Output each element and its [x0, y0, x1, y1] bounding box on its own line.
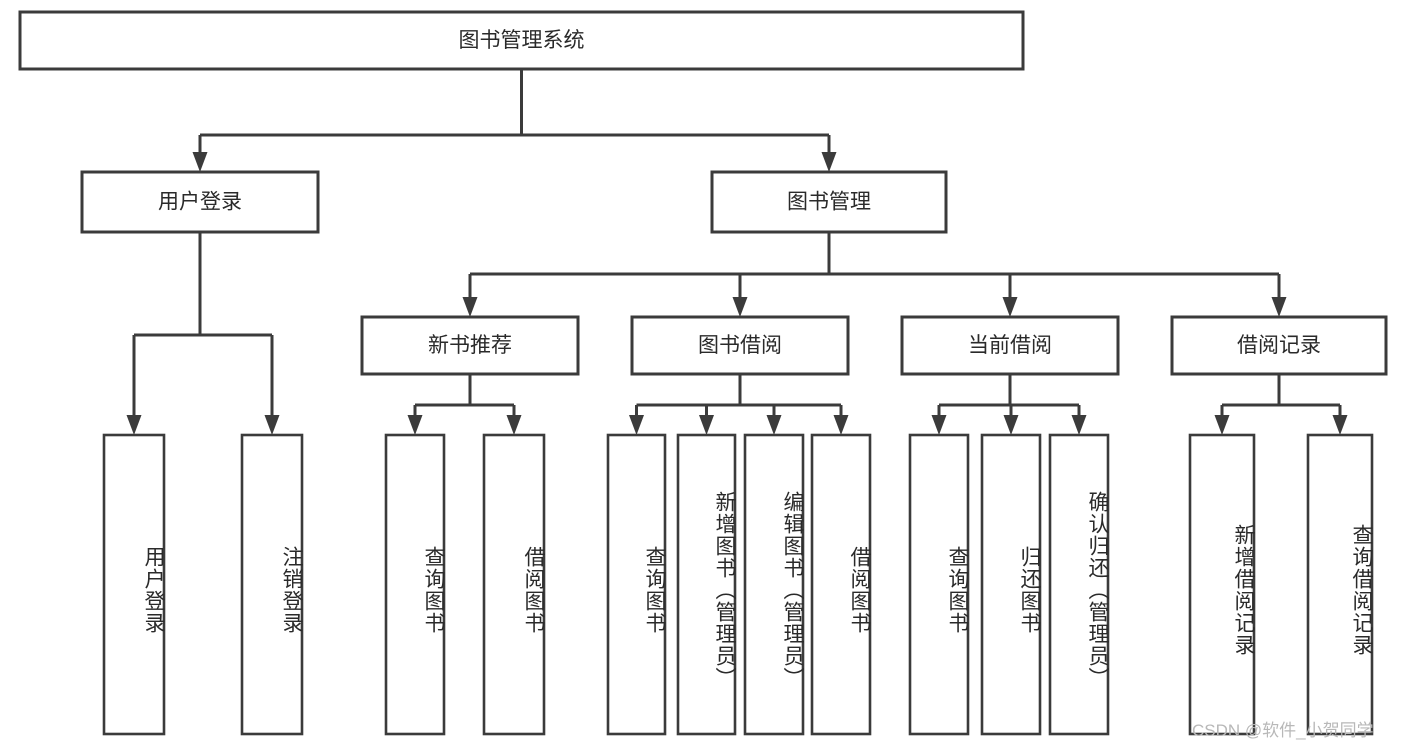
edge-arrowhead	[1071, 415, 1087, 435]
connector-edges-layer	[126, 69, 1348, 435]
edge-arrowhead	[629, 415, 644, 435]
node-box-l3-current[interactable]	[900, 315, 1120, 376]
edge-arrowhead	[821, 152, 837, 172]
node-box-l4-a2[interactable]	[240, 433, 304, 736]
node-box-l4-b1[interactable]	[384, 433, 446, 736]
node-box-l4-e1[interactable]	[1188, 433, 1256, 736]
edge-arrowhead	[462, 297, 478, 317]
node-box-l4-b2[interactable]	[482, 433, 546, 736]
node-box-l4-c4[interactable]	[810, 433, 872, 736]
node-box-l4-c1[interactable]	[606, 433, 667, 736]
node-box-l4-c3[interactable]	[743, 433, 805, 736]
edge-group-l3-record	[1214, 374, 1348, 435]
node-box-root[interactable]	[18, 10, 1025, 71]
node-label-root: 图书管理系统	[459, 29, 585, 52]
edge-group-l2-login	[126, 232, 280, 435]
node-label-l3-borrow: 图书借阅	[698, 334, 782, 357]
edge-arrowhead	[1271, 297, 1287, 317]
edge-arrowhead	[1332, 415, 1348, 435]
edge-group-l2-book	[462, 232, 1287, 317]
node-box-l3-record[interactable]	[1170, 315, 1388, 376]
edge-arrowhead	[833, 415, 849, 435]
node-box-l4-a1[interactable]	[102, 433, 166, 736]
node-box-l2-login[interactable]	[80, 170, 320, 234]
node-box-l4-e2[interactable]	[1306, 433, 1374, 736]
edge-arrowhead	[506, 415, 522, 435]
node-box-l2-book[interactable]	[710, 170, 948, 234]
node-box-l4-d3[interactable]	[1048, 433, 1110, 736]
edge-arrowhead	[931, 415, 947, 435]
node-label-l3-record: 借阅记录	[1237, 334, 1321, 357]
edge-arrowhead	[1214, 415, 1230, 435]
edge-arrowhead	[699, 415, 714, 435]
edge-group-l3-current	[931, 374, 1087, 435]
node-label-l3-current: 当前借阅	[968, 334, 1052, 357]
edge-arrowhead	[192, 152, 208, 172]
node-box-l3-borrow[interactable]	[630, 315, 850, 376]
node-label-l2-book: 图书管理	[787, 191, 871, 214]
edge-arrowhead	[264, 415, 280, 435]
edge-arrowhead	[1003, 415, 1019, 435]
edge-arrowhead	[732, 297, 748, 317]
node-label-l2-login: 用户登录	[158, 191, 242, 214]
edge-group-l3-borrow	[629, 374, 849, 435]
node-box-l4-c2[interactable]	[676, 433, 737, 736]
node-label-l3-newrec: 新书推荐	[428, 334, 512, 357]
csdn-watermark: CSDN @软件_小贺同学	[1192, 721, 1374, 740]
edge-arrowhead	[1002, 297, 1018, 317]
node-boxes-layer	[18, 10, 1388, 736]
node-box-l4-d1[interactable]	[908, 433, 970, 736]
node-box-l4-d2[interactable]	[980, 433, 1042, 736]
edge-group-l3-newrec	[407, 374, 522, 435]
edge-arrowhead	[126, 415, 142, 435]
edge-group-root	[192, 69, 837, 172]
edge-arrowhead	[766, 415, 782, 435]
node-box-l3-newrec[interactable]	[360, 315, 580, 376]
edge-arrowhead	[407, 415, 423, 435]
